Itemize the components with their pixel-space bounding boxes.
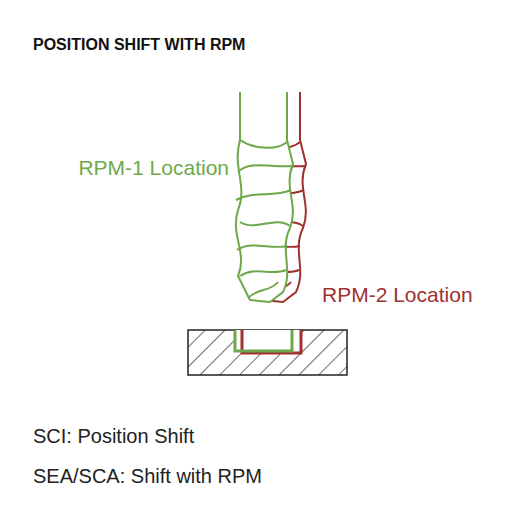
note-line: SEA/SCA: Shift with RPM	[33, 465, 262, 488]
diagram-title: POSITION SHIFT WITH RPM	[33, 36, 245, 54]
slot	[234, 330, 302, 352]
note-line: SCI: Position Shift	[33, 425, 194, 448]
workpiece	[188, 330, 347, 375]
slot-rpm1	[235, 330, 292, 351]
end-mill-rpm1	[236, 92, 293, 302]
rpm2-label: RPM-2 Location	[322, 283, 473, 307]
rpm1-label: RPM-1 Location	[78, 156, 229, 180]
